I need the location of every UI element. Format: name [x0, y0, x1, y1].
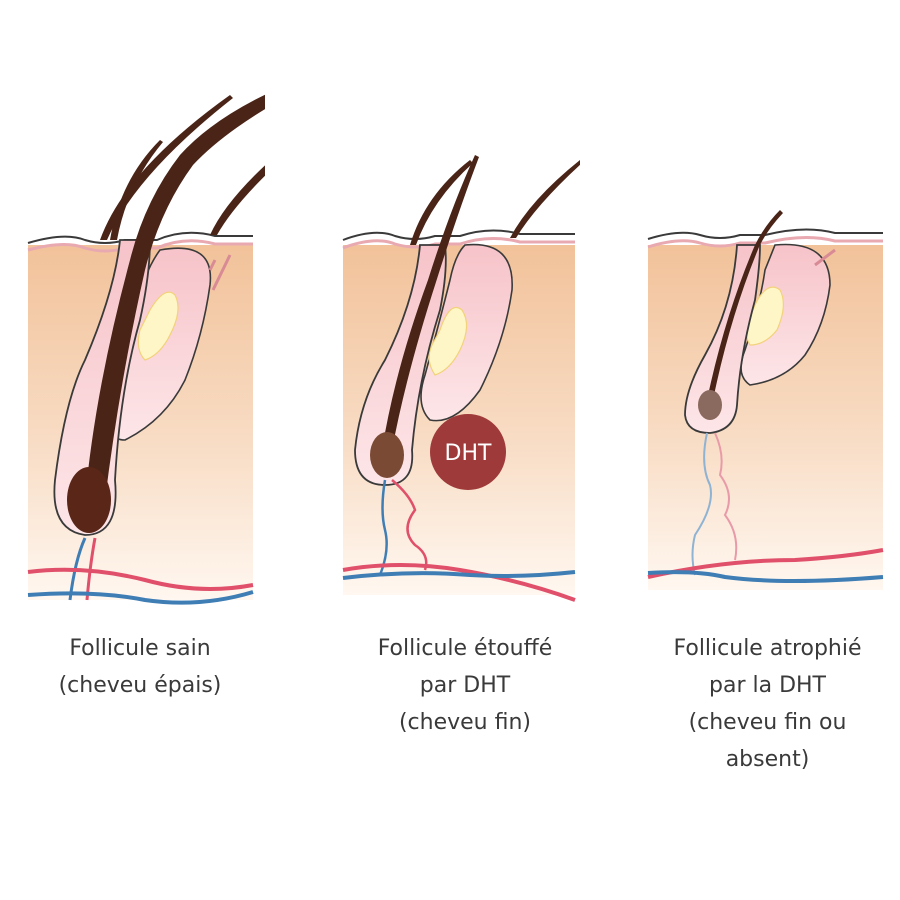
dht-badge-label: DHT: [445, 441, 492, 466]
caption-line: par DHT: [419, 673, 511, 698]
epidermis-pink: [647, 235, 883, 249]
hair-strand: [410, 160, 473, 245]
vein: [647, 570, 884, 583]
epidermis-line: [342, 229, 575, 241]
artery: [27, 567, 254, 591]
caption-line: Follicule sain: [69, 636, 211, 661]
dht-badge: [430, 414, 506, 490]
thin-hair-shaft: [707, 210, 783, 400]
capillary-blue: [691, 432, 712, 576]
capillary-red: [391, 479, 428, 571]
thick-hair-shaft: [85, 94, 265, 500]
hair-bulb: [698, 390, 722, 420]
caption-line: absent): [725, 747, 810, 772]
caption-line: (cheveu fin): [398, 710, 532, 735]
hair-strand: [210, 165, 265, 235]
atrophied-follicle-caption: Follicule atrophié par la DHT (cheveu fi…: [655, 630, 880, 778]
hair-strand: [110, 140, 163, 240]
epidermis-line: [27, 231, 253, 244]
sebaceous-gland: [420, 243, 513, 422]
healthy-follicle-diagram: [27, 94, 265, 605]
atrophied-follicle-diagram: [647, 210, 884, 590]
capillary-red: [714, 432, 738, 561]
choked-follicle-caption: Follicule étouffé par DHT (cheveu fin): [355, 630, 575, 741]
thin-hair-shaft: [382, 155, 479, 450]
caption-line: par la DHT: [709, 673, 826, 698]
caption-line: Follicule atrophié: [673, 636, 862, 661]
artery: [342, 563, 576, 602]
healthy-follicle-caption: Follicule sain (cheveu épais): [35, 630, 245, 704]
caption-line: (cheveu épais): [58, 673, 222, 698]
hair-bulb: [67, 467, 111, 533]
hair-bulb: [370, 432, 404, 478]
epidermis-line: [647, 228, 883, 240]
choked-follicle-panel: DHT: [340, 150, 580, 610]
healthy-follicle-panel: [25, 60, 265, 620]
caption-line: Follicule étouffé: [377, 636, 553, 661]
hair-strand: [100, 95, 233, 240]
caption-line: (cheveu fin ou: [688, 710, 847, 735]
epidermis-pink: [27, 239, 253, 253]
artery: [647, 548, 884, 579]
arrector-muscle: [208, 254, 232, 291]
vein: [342, 570, 576, 580]
hair-strand: [510, 160, 580, 238]
arrector-muscle: [814, 248, 836, 267]
choked-follicle-diagram: DHT: [342, 155, 580, 602]
capillary-blue: [378, 479, 388, 576]
gland-core: [137, 291, 179, 361]
atrophied-follicle-panel: [645, 205, 890, 605]
gland-core: [428, 306, 468, 376]
vein: [27, 590, 254, 605]
